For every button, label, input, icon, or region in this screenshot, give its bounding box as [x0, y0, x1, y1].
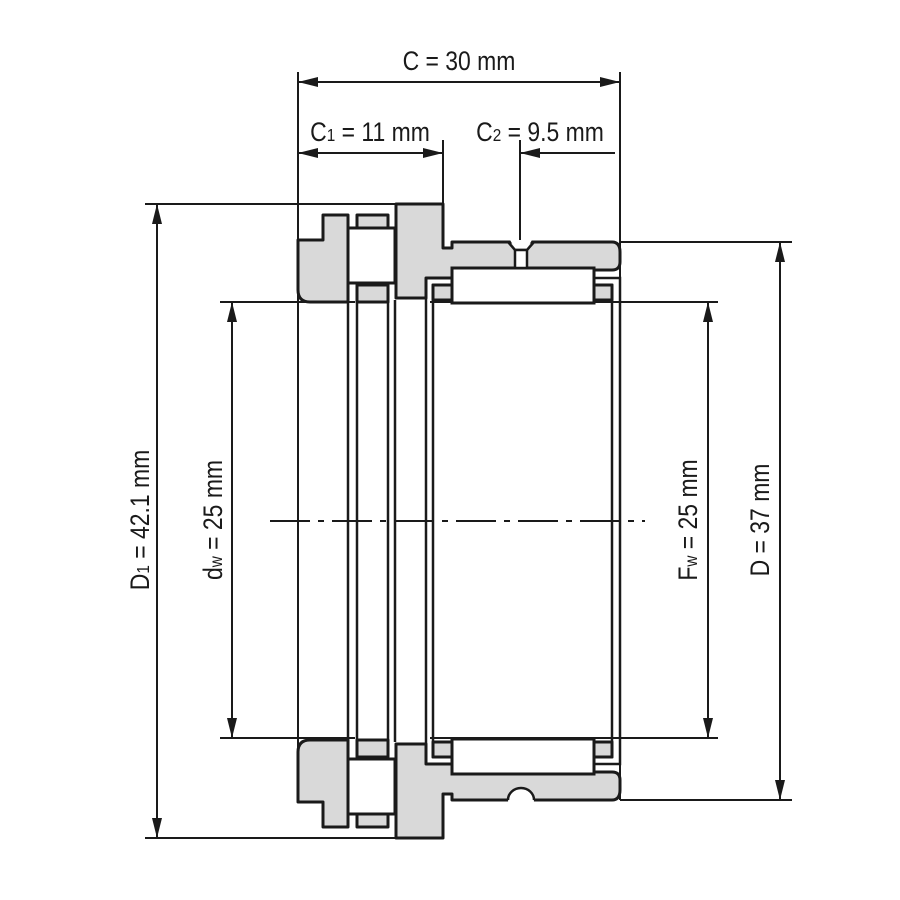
dim-label-c2: C2 = 9.5 mm — [476, 117, 604, 147]
extension-lines — [145, 72, 792, 839]
dim-label-dw: dw = 25 mm — [198, 460, 228, 580]
dimension-lines — [152, 77, 785, 838]
dim-label-d: D = 37 mm — [745, 464, 775, 577]
dim-label-c1: C1 = 11 mm — [310, 117, 430, 147]
dim-label-d1: D1 = 42.1 mm — [125, 450, 155, 590]
dim-label-c: C = 30 mm — [403, 46, 516, 76]
dim-label-fw: Fw = 25 mm — [673, 459, 703, 580]
